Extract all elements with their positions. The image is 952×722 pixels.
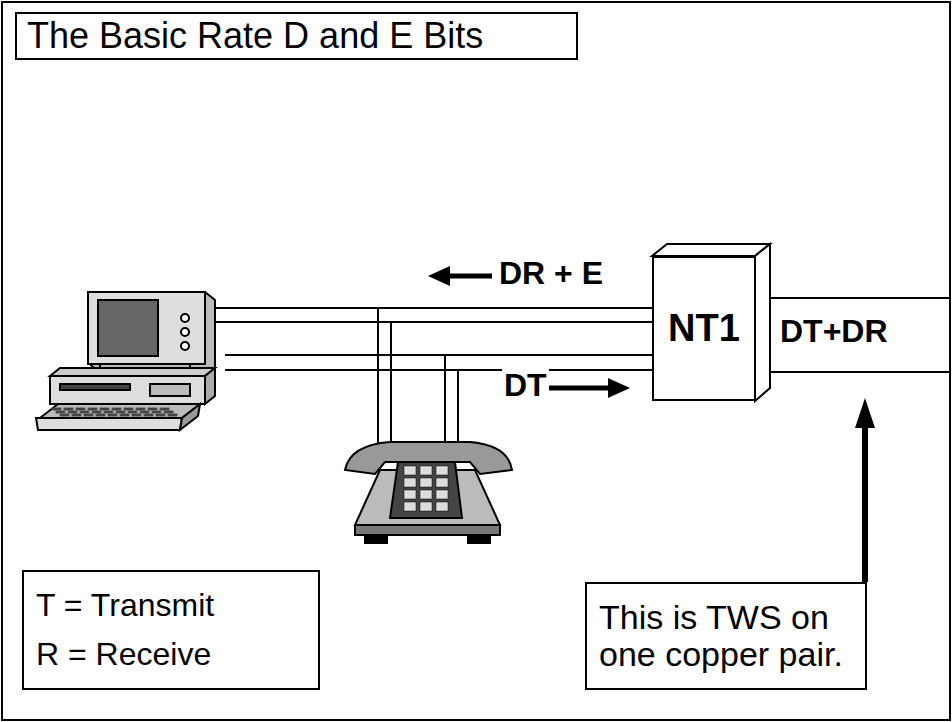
signal-label: DT: [502, 368, 549, 403]
box-side: [755, 244, 770, 401]
keyboard-keys: [52, 408, 177, 416]
signal-label: DR + E: [497, 256, 605, 291]
computer-icon: [36, 292, 215, 430]
callout-text: This is TWS on one copper pair.: [599, 599, 853, 674]
legend-line: T = Transmit: [36, 588, 214, 623]
legend-line: R = Receive: [36, 637, 211, 672]
wires: [215, 298, 950, 448]
title-box: The Basic Rate D and E Bits: [15, 12, 578, 60]
callout-box: This is TWS on one copper pair.: [585, 582, 867, 690]
line-label: DT+DR: [778, 314, 890, 349]
keypad-keys: [404, 466, 448, 511]
telephone-icon: [345, 442, 512, 543]
legend-box: T = Transmit R = Receive: [22, 570, 320, 690]
box-top: [652, 244, 770, 256]
nt1-box: NT1: [652, 256, 756, 401]
title: The Basic Rate D and E Bits: [27, 16, 566, 56]
box-label: NT1: [668, 308, 740, 350]
